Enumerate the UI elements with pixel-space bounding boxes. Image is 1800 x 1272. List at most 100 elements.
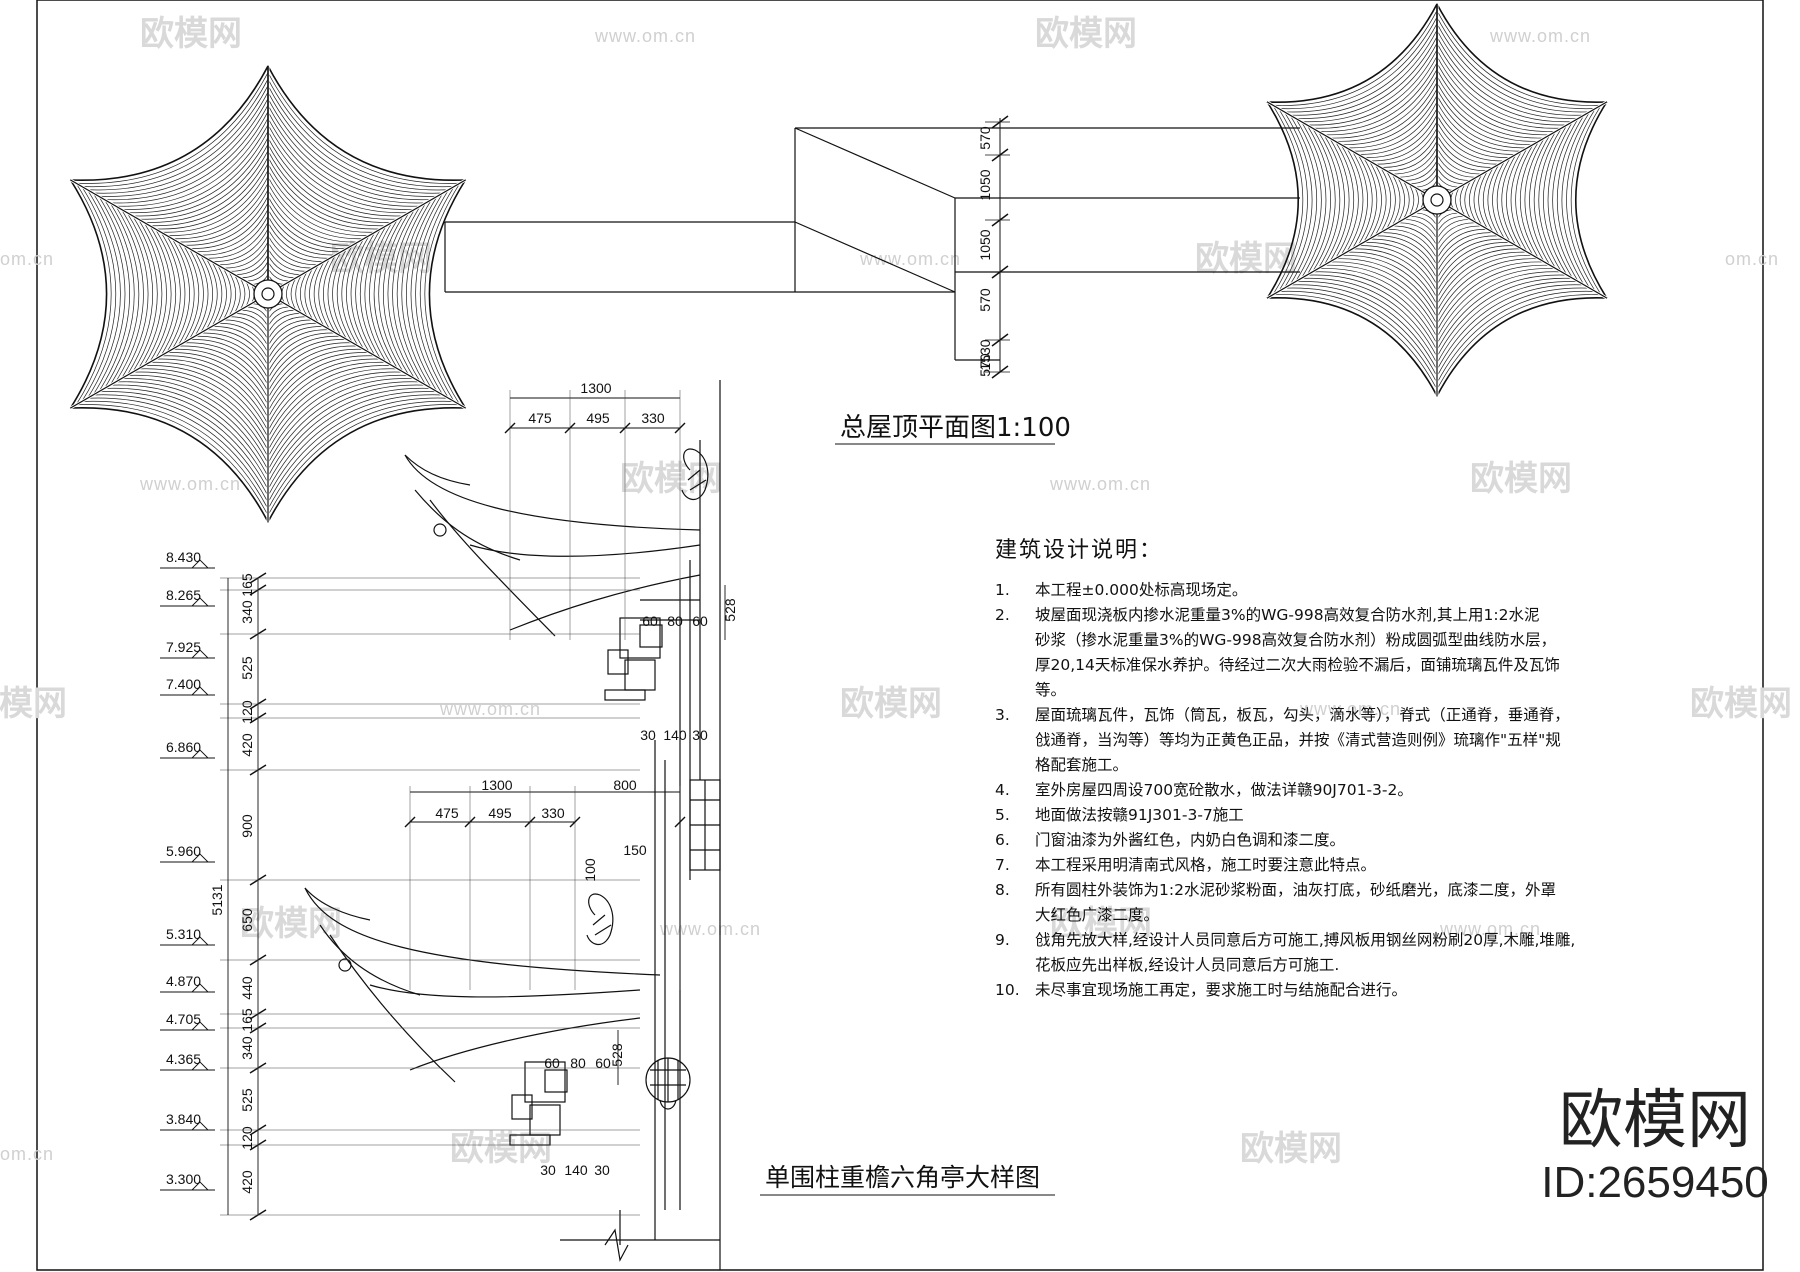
lower-dim-528: 528: [609, 1043, 625, 1067]
vertical-dim-label: 420: [239, 1170, 255, 1194]
elevation-label: 6.860: [166, 739, 201, 755]
watermark-logo: 欧模网: [1050, 904, 1152, 944]
note-number: 1.: [995, 581, 1010, 599]
mid-dim-top: 1300: [481, 777, 512, 793]
watermark-url: www.om.cn: [1439, 919, 1541, 939]
brand-block: 欧模网 ID:2659450: [1515, 1085, 1795, 1209]
design-notes: 建筑设计说明： 1.本工程±0.000处标高现场定。2.坡屋面现浇板内掺水泥重量…: [995, 532, 1695, 1003]
vertical-dim-label: 900: [239, 814, 255, 838]
detail-dimension-labels: 8.4308.2657.9257.4006.8605.9605.3104.870…: [166, 380, 738, 1194]
roof-left-facet: [69, 65, 269, 296]
roof-left-facet: [70, 292, 270, 523]
plan-dim-label: 570: [977, 353, 993, 377]
note-item: 1. 本工程±0.000处标高现场定。: [995, 578, 1695, 603]
drawing-frame: [36, 0, 1764, 1271]
note-item: 5.地面做法按赣91J301-3-7施工: [995, 803, 1695, 828]
elevation-label: 3.300: [166, 1171, 201, 1187]
watermark-logo: 欧模网: [0, 684, 67, 724]
roof-left-facet: [267, 292, 467, 523]
lower-dim-30a: 30: [540, 1162, 556, 1178]
note-item: 4.室外房屋四周设700宽砼散水，做法详赣90J701-3-2。: [995, 778, 1695, 803]
note-text: 本工程采用明清南式风格，施工时要注意此特点。: [1035, 856, 1377, 874]
upper-dim-b: 495: [586, 410, 610, 426]
watermark-url: www.om.cn: [594, 26, 696, 46]
elevation-label: 7.925: [166, 639, 201, 655]
watermark-logo: 欧模网: [620, 459, 722, 499]
roof-left-finial: [253, 279, 283, 309]
watermark-url: www.om.cn: [859, 249, 961, 269]
vertical-dim-label: 165: [239, 1008, 255, 1032]
watermark-logo: 欧模网: [1470, 459, 1572, 499]
vertical-dim-label: 440: [239, 976, 255, 1000]
vertical-dim-label: 420: [239, 733, 255, 757]
roof-plan-left: [69, 65, 467, 523]
watermark-logo: 欧模网: [240, 904, 342, 944]
vertical-dim-label: 120: [239, 700, 255, 724]
note-number: 7.: [995, 856, 1010, 874]
upper-dim-30a: 30: [640, 727, 656, 743]
elevation-label: 5.960: [166, 843, 201, 859]
note-text: 所有圆柱外装饰为1:2水泥砂浆粉面，油灰打底，砂纸磨光，底漆二度，外罩 大红色广…: [1035, 881, 1556, 924]
vertical-dim-label: 525: [239, 656, 255, 680]
note-number: 8.: [995, 881, 1010, 899]
watermark-logo: 欧模网: [450, 1129, 552, 1169]
elevation-label: 3.840: [166, 1111, 201, 1127]
brand-id: ID:2659450: [1541, 1158, 1769, 1207]
watermark-logo: 欧模网: [1240, 1129, 1342, 1169]
elevation-label: 8.265: [166, 587, 201, 603]
notes-title: 建筑设计说明：: [995, 538, 1164, 563]
note-item: 8. 所有圆柱外装饰为1:2水泥砂浆粉面，油灰打底，砂纸磨光，底漆二度，外罩 大红…: [995, 878, 1695, 928]
note-number: 10.: [995, 981, 1020, 999]
note-item: 6. 门窗油漆为外酱红色，内奶白色调和漆二度。: [995, 828, 1695, 853]
upper-dim-60b: 60: [692, 613, 708, 629]
watermark-url: www.om.cn: [439, 699, 541, 719]
note-text: 地面做法按赣91J301-3-7施工: [1035, 806, 1244, 824]
watermark-url: om.cn: [0, 1144, 54, 1164]
lower-dim-80: 80: [570, 1055, 586, 1071]
plan-dim-label: 570: [977, 126, 993, 150]
elevation-label: 5.310: [166, 926, 201, 942]
pavilion-detail: [304, 380, 721, 1270]
elevation-label: 4.365: [166, 1051, 201, 1067]
note-number: 4.: [995, 781, 1010, 799]
detail-dimensions: [160, 390, 726, 1221]
roof-right-finial: [1422, 185, 1452, 215]
plan-dim-label: 570: [977, 288, 993, 312]
watermark-url: om.cn: [1725, 249, 1779, 269]
note-number: 3.: [995, 706, 1010, 724]
lower-dim-30b: 30: [594, 1162, 610, 1178]
watermark-url: www.om.cn: [1489, 26, 1591, 46]
note-number: 2.: [995, 606, 1010, 624]
note-text: 本工程±0.000处标高现场定。: [1035, 581, 1248, 599]
vertical-dim-label: 120: [239, 1126, 255, 1150]
upper-dim-a: 475: [528, 410, 552, 426]
watermark-logo: 欧模网: [1690, 684, 1792, 724]
note-item: 7. 本工程采用明清南式风格，施工时要注意此特点。: [995, 853, 1695, 878]
upper-dim-60a: 60: [642, 613, 658, 629]
vertical-dim-label: 340: [239, 600, 255, 624]
mid-dim-b: 495: [488, 805, 512, 821]
watermark-url: www.om.cn: [139, 474, 241, 494]
roof-right-facet: [1435, 100, 1608, 299]
watermark-logo: 欧模网: [840, 684, 942, 724]
roof-right-facet: [1266, 198, 1439, 397]
note-text: 门窗油漆为外酱红色，内奶白色调和漆二度。: [1035, 831, 1346, 849]
vertical-dim-label: 165: [239, 573, 255, 597]
watermark-logo: 欧模网: [140, 14, 242, 54]
mid-dim-800: 800: [613, 777, 637, 793]
upper-dim-140: 140: [663, 727, 687, 743]
upper-dim-528: 528: [722, 598, 738, 622]
elevation-label: 4.870: [166, 973, 201, 989]
note-number: 6.: [995, 831, 1010, 849]
plan-dim-label: 1050: [977, 169, 993, 200]
mid-dim-100: 100: [582, 858, 598, 882]
note-number: 9.: [995, 931, 1010, 949]
note-text: 屋面琉璃瓦件，瓦饰（筒瓦，板瓦，勾头，滴水等），脊式（正通脊，垂通脊， 戗通脊，…: [1035, 706, 1570, 774]
watermark-url: om.cn: [0, 249, 54, 269]
watermark-url: www.om.cn: [1299, 699, 1401, 719]
total-height-label: 5131: [209, 884, 225, 915]
note-item: 3. 屋面琉璃瓦件，瓦饰（筒瓦，板瓦，勾头，滴水等），脊式（正通脊，垂通脊， 戗通…: [995, 703, 1695, 778]
roof-plan-right: [1266, 3, 1608, 397]
plan-title: 总屋顶平面图1:100: [840, 413, 1071, 443]
